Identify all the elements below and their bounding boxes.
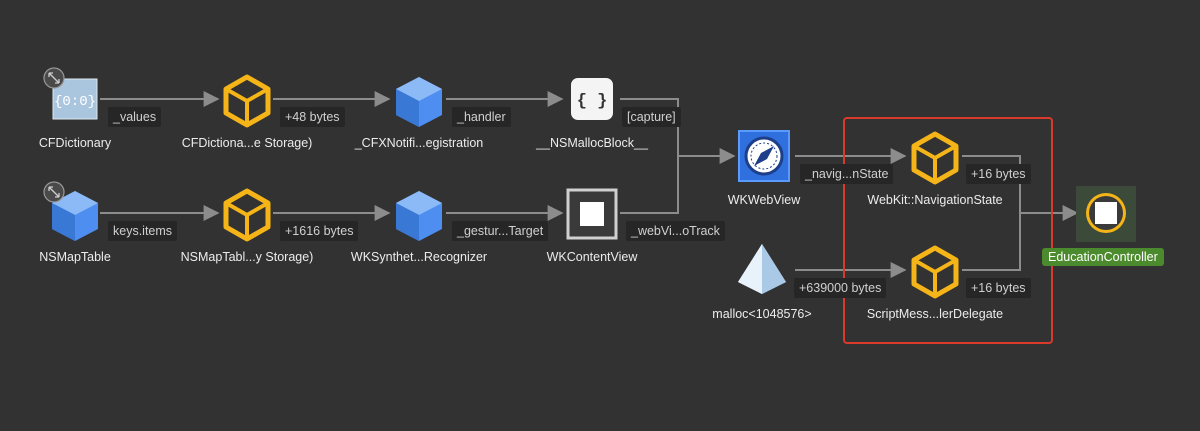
node-label-wk-content-view: WKContentView [546,250,638,264]
edge-webview-track [620,156,679,214]
wk-content-view-node[interactable] [566,188,618,240]
edge-plus16-script [962,213,1021,271]
node-label-nsmaptable-storage: NSMapTabl...y Storage) [180,250,314,264]
node-label-cfdictionary: CFDictionary [38,136,112,150]
edge-label-plus48[interactable]: +48 bytes [280,107,345,127]
highlight-selection [843,117,1053,344]
edge-label-plus16-nav[interactable]: +16 bytes [966,164,1031,184]
block-icon: { } [577,92,608,111]
node-label-cfdictionary-storage: CFDictiona...e Storage) [181,136,313,150]
education-controller-node[interactable] [1076,186,1136,242]
wk-recognizer-node[interactable] [396,191,442,241]
edge-label-plus639000[interactable]: +639000 bytes [794,278,887,298]
edge-label-navig-state[interactable]: _navig...nState [800,164,894,184]
edge-label-values[interactable]: _values [108,107,162,127]
edge-plus16-nav [962,155,1021,213]
node-label-wk-webview: WKWebView [727,193,801,207]
node-label-education-controller[interactable]: EducationController [1042,248,1164,266]
wk-webview-node[interactable] [738,130,790,182]
edge-capture [620,98,736,164]
cfdictionary-node[interactable]: {0:0} [43,67,98,120]
edge-label-plus16-script[interactable]: +16 bytes [966,278,1031,298]
malloc-block-node[interactable]: { } [571,78,613,120]
node-label-nsmaptable: NSMapTable [39,250,111,264]
edge-label-gesture-target[interactable]: _gestur...Target [452,221,549,241]
node-label-navigation-state: WebKit::NavigationState [867,193,1003,207]
nsmaptable-storage-node[interactable] [223,188,271,242]
nsmaptable-node[interactable] [43,181,98,241]
view-icon [580,202,604,226]
node-label-wk-recognizer: WKSynthet...Recognizer [350,250,488,264]
edge-label-webview-track[interactable]: _webVi...oTrack [626,221,725,241]
edge-label-plus1616[interactable]: +1616 bytes [280,221,359,241]
edge-label-handler[interactable]: _handler [452,107,511,127]
node-label-script-delegate: ScriptMess...lerDelegate [866,307,1004,321]
node-label-cfx-notification: _CFXNotifi...egistration [354,136,484,150]
malloc-node[interactable] [738,244,786,294]
edges [100,91,1079,278]
edge-label-capture[interactable]: [capture] [622,107,681,127]
dictionary-icon: {0:0} [54,94,96,110]
node-label-malloc: malloc<1048576> [712,307,812,321]
node-label-malloc-block: __NSMallocBlock__ [536,136,648,150]
script-delegate-node[interactable] [911,245,959,299]
cfdictionary-storage-node[interactable] [223,74,271,128]
edge-label-keys-items[interactable]: keys.items [108,221,178,241]
cfx-notification-node[interactable] [396,77,442,127]
navigation-state-node[interactable] [911,131,959,185]
